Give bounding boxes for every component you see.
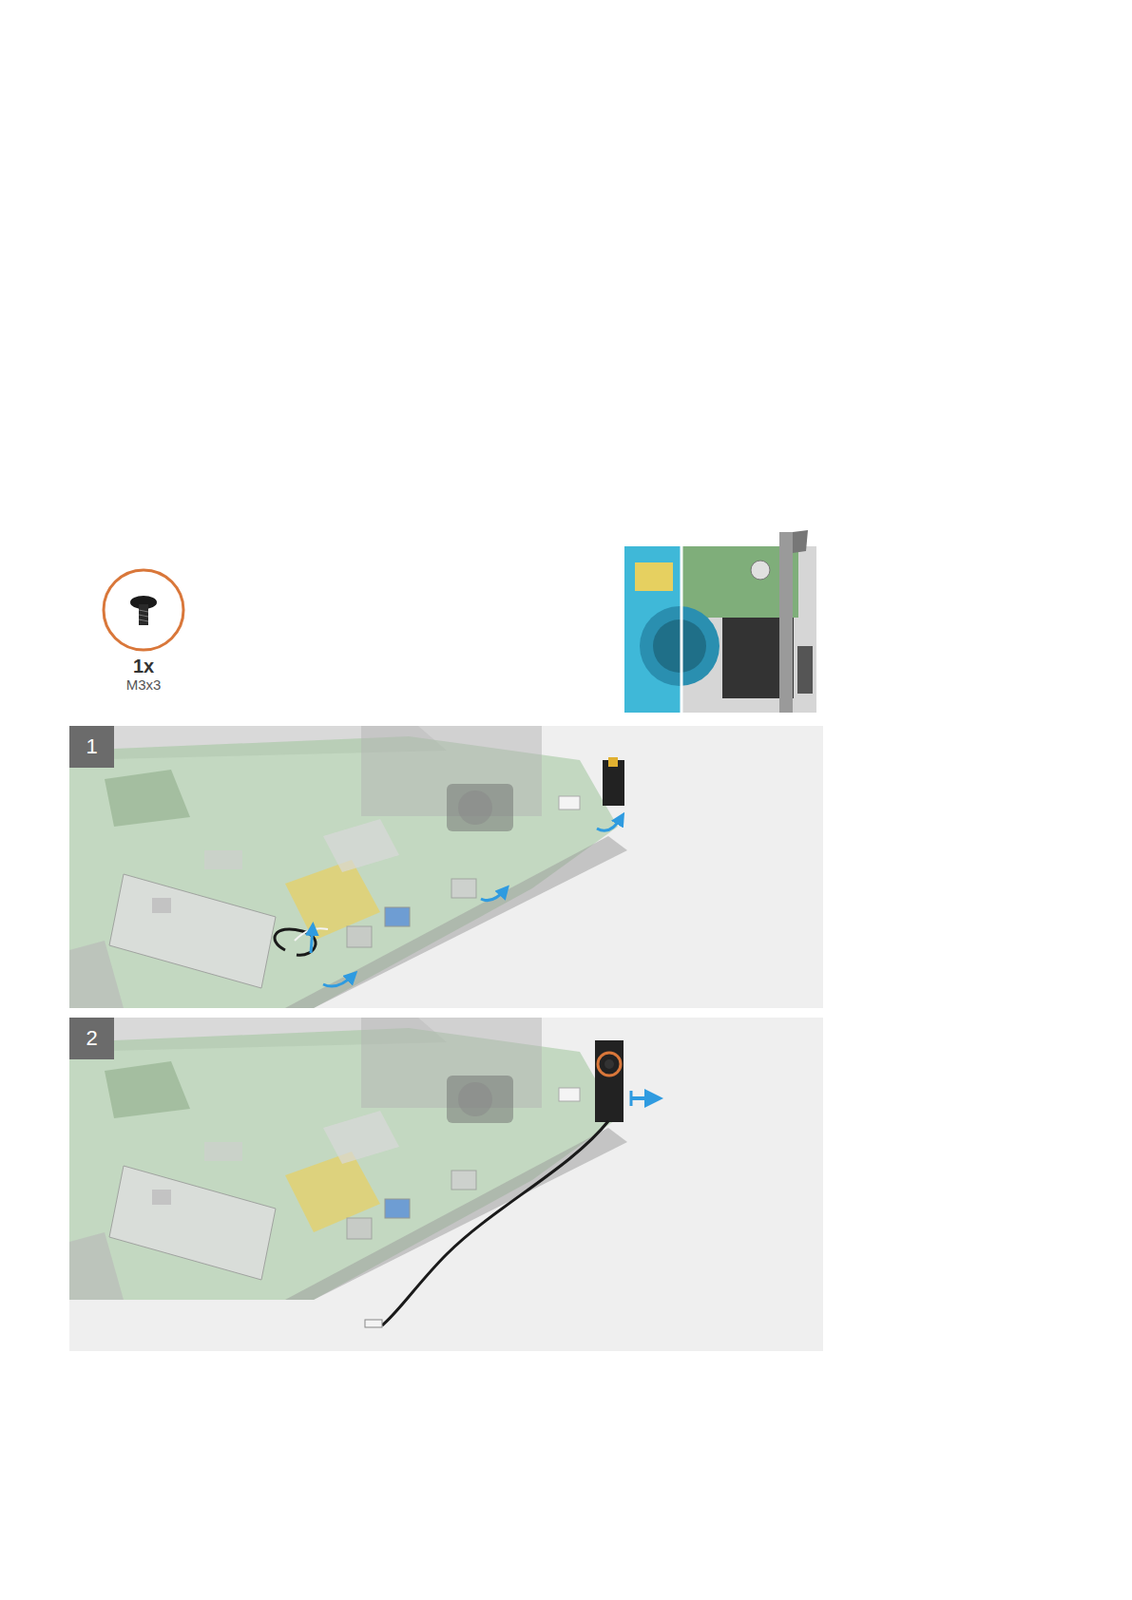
circle-outline	[103, 570, 184, 651]
art-shape	[480, 889, 506, 902]
art-shape	[604, 1059, 614, 1070]
art-shape	[597, 1053, 621, 1076]
art-shape	[639, 606, 720, 687]
thumbnail	[624, 530, 817, 713]
art-shape	[680, 534, 684, 713]
art-shape	[608, 757, 618, 768]
art-shape	[779, 532, 793, 713]
art-shape	[310, 927, 313, 954]
art-shape	[69, 1017, 628, 1301]
screw-circle	[99, 566, 188, 654]
art-shape	[652, 619, 707, 673]
art-shape	[594, 1040, 624, 1123]
art-shape	[69, 1017, 824, 1352]
step-1-panel	[69, 726, 824, 1009]
callout-number: 1	[85, 735, 97, 759]
callout-number: 2	[85, 1027, 97, 1051]
art-shape	[69, 726, 628, 1009]
art-shape	[382, 1121, 609, 1326]
art-shape	[364, 1320, 383, 1328]
screw-label: M3x3	[126, 676, 162, 694]
art-shape	[792, 530, 808, 554]
step-2-panel	[69, 1017, 824, 1352]
art-shape	[602, 760, 625, 806]
art-shape	[596, 817, 622, 831]
art-shape	[750, 560, 770, 580]
art-shape	[631, 1096, 656, 1101]
step-number: 1	[69, 726, 115, 768]
art-shape	[69, 1017, 628, 1301]
screw-thread	[138, 610, 149, 622]
step-number: 2	[69, 1017, 115, 1060]
art-shape	[634, 562, 673, 592]
art-shape	[69, 726, 628, 1009]
art-shape	[274, 929, 316, 956]
screw-label: 1x	[133, 655, 154, 677]
art-shape	[630, 1091, 634, 1107]
screw-shank	[138, 604, 149, 626]
art-shape	[323, 975, 354, 987]
art-shape	[69, 726, 824, 1009]
screw-callout: 1xM3x3	[95, 566, 192, 694]
art-shape	[797, 646, 813, 694]
